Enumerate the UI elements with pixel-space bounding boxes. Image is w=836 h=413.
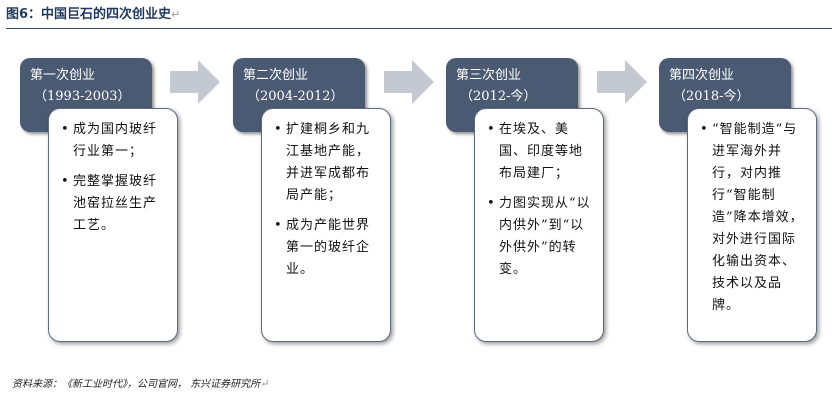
figure-title: 图6：中国巨石的四次创业史↵ <box>6 7 181 22</box>
bullet-dot-icon: • <box>487 122 496 137</box>
bullet-dot-icon: • <box>274 122 283 137</box>
bullet-item: •在埃及、美国、印度等地布局建厂； <box>487 119 595 185</box>
source-note: 资料来源：《新工业时代》，公司官网， 东兴证券研究所↵ <box>12 377 270 390</box>
phase-1-years: （1993-2003） <box>34 89 131 104</box>
bullet-item: •“智能制造”与进军海外并行，对内推行“智能制造”降本增效，对外进行国际化输出资… <box>700 119 808 317</box>
phase-3-body: •在埃及、美国、印度等地布局建厂； •力图实现从“以内供外”到“以外供外”的转变… <box>474 108 604 342</box>
bullet-item: •成为国内玻纤行业第一； <box>61 119 169 163</box>
arrow-right-icon <box>597 60 647 104</box>
bullet-dot-icon: • <box>61 122 70 137</box>
phase-3-years: （2012-今） <box>460 89 537 104</box>
arrow-right-icon <box>384 60 434 104</box>
phase-2-years: （2004-2012） <box>247 89 344 104</box>
bullet-dot-icon: • <box>700 122 709 137</box>
phase-3-name: 第三次创业 <box>456 68 522 83</box>
bullet-item: •成为产能世界第一的玻纤企业。 <box>274 215 382 281</box>
bullet-dot-icon: • <box>61 174 70 189</box>
bullet-item: •力图实现从“以内供外”到“以外供外”的转变。 <box>487 193 595 281</box>
bullet-item: •完整掌握玻纤池窑拉丝生产工艺。 <box>61 171 169 237</box>
phase-4-years: （2018-今） <box>673 89 750 104</box>
phase-2-name: 第二次创业 <box>243 68 309 83</box>
bullet-dot-icon: • <box>487 196 496 211</box>
arrow-right-icon <box>170 60 220 104</box>
phase-1-body: •成为国内玻纤行业第一； •完整掌握玻纤池窑拉丝生产工艺。 <box>48 108 178 342</box>
bullet-item: •扩建桐乡和九江基地产能，并进军成都布局产能； <box>274 119 382 207</box>
return-mark: ↵ <box>171 8 181 21</box>
phase-1-name: 第一次创业 <box>30 68 96 83</box>
title-divider <box>6 28 832 29</box>
phase-4-name: 第四次创业 <box>669 68 735 83</box>
phase-4-body: •“智能制造”与进军海外并行，对内推行“智能制造”降本增效，对外进行国际化输出资… <box>687 108 817 342</box>
bullet-dot-icon: • <box>274 218 283 233</box>
phase-2-body: •扩建桐乡和九江基地产能，并进军成都布局产能； •成为产能世界第一的玻纤企业。 <box>261 108 391 342</box>
